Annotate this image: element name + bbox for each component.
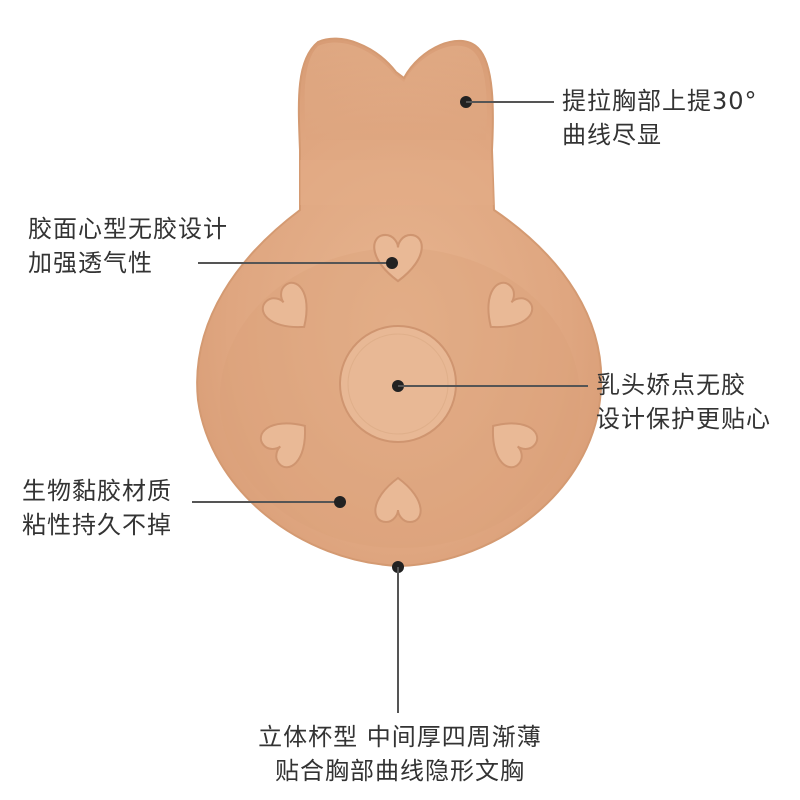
heart-pointer-dot bbox=[386, 257, 398, 269]
heart-icon bbox=[374, 476, 422, 524]
cup-pointer-line bbox=[397, 567, 399, 713]
nipple-callout-line1: 乳头娇点无胶 bbox=[596, 371, 746, 399]
bio-pointer-line bbox=[192, 501, 340, 503]
lift-callout-line1: 提拉胸部上提30° bbox=[562, 87, 758, 115]
bio-callout-line2: 粘性持久不掉 bbox=[22, 511, 172, 539]
ear-strap bbox=[304, 42, 487, 140]
heart-callout-line2: 加强透气性 bbox=[28, 249, 153, 277]
heart-icon bbox=[487, 281, 534, 328]
heart-icon bbox=[492, 422, 539, 469]
cup-callout: 立体杯型 中间厚四周渐薄 贴合胸部曲线隐形文胸 bbox=[248, 720, 552, 788]
bio-callout-line1: 生物黏胶材质 bbox=[22, 477, 172, 505]
cup-callout-line1: 立体杯型 中间厚四周渐薄 bbox=[258, 723, 542, 751]
bio-pointer-dot bbox=[334, 496, 346, 508]
lift-pointer-line bbox=[466, 101, 554, 103]
bio-callout: 生物黏胶材质 粘性持久不掉 bbox=[22, 474, 172, 542]
heart-callout-line1: 胶面心型无胶设计 bbox=[28, 215, 228, 243]
lift-callout-line2: 曲线尽显 bbox=[562, 121, 662, 149]
heart-icon bbox=[261, 281, 308, 328]
heart-vents bbox=[259, 233, 539, 524]
cup-callout-line2: 贴合胸部曲线隐形文胸 bbox=[275, 757, 525, 785]
heart-callout: 胶面心型无胶设计 加强透气性 bbox=[28, 212, 228, 280]
lift-callout: 提拉胸部上提30° 曲线尽显 bbox=[562, 84, 758, 152]
nipple-pointer-line bbox=[398, 385, 588, 387]
nipple-callout-line2: 设计保护更贴心 bbox=[596, 405, 771, 433]
film-band bbox=[300, 160, 494, 205]
heart-icon bbox=[373, 233, 423, 283]
heart-icon bbox=[259, 422, 306, 469]
nipple-callout: 乳头娇点无胶 设计保护更贴心 bbox=[596, 368, 771, 436]
heart-pointer-line bbox=[198, 262, 390, 264]
